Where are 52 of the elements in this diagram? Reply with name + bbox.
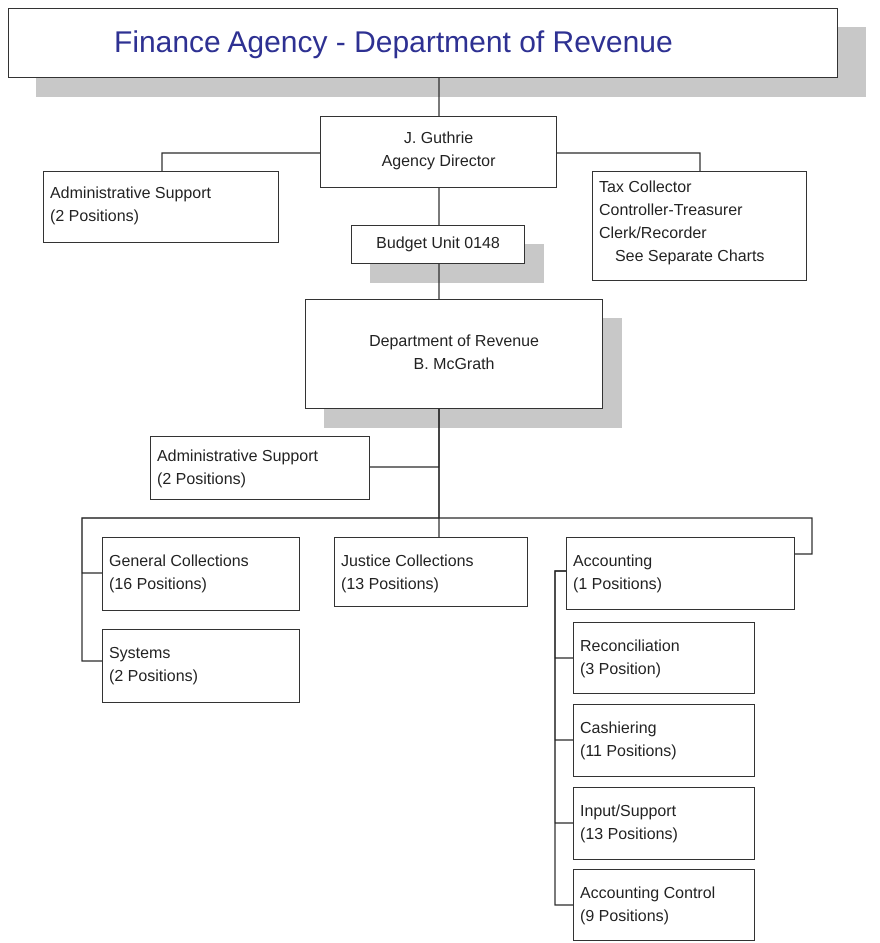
connector-line (161, 152, 320, 171)
unit-box (573, 869, 755, 941)
connector-line (438, 264, 440, 299)
unit-box (573, 787, 755, 860)
box-label: J. Guthrie (404, 129, 474, 149)
unit-box (573, 622, 755, 694)
director-box (320, 116, 557, 188)
box-label: Accounting Control (580, 884, 716, 904)
connector-line (557, 152, 701, 171)
box-label: (13 Positions) (580, 825, 678, 845)
connector-line (438, 409, 813, 555)
department-box (305, 299, 603, 409)
unit-box (566, 537, 795, 610)
box-label: See Separate Charts (614, 247, 764, 267)
box-label: (11 Positions) (580, 742, 677, 762)
box-label: Tax Collector (599, 178, 692, 198)
budget-unit-box (351, 225, 525, 264)
unit-box (102, 537, 300, 611)
box-label: Department of Revenue (369, 332, 539, 352)
unit-box (43, 171, 279, 243)
box-label: Reconciliation (580, 637, 680, 657)
connector-line (438, 78, 440, 116)
unit-box (150, 436, 370, 500)
box-label: Cashiering (580, 719, 656, 739)
unit-box (334, 537, 528, 607)
box-label: Agency Director (382, 152, 496, 172)
box-label: (16 Positions) (109, 575, 207, 595)
box-label: B. McGrath (414, 355, 494, 375)
box-label: (2 Positions) (50, 207, 139, 227)
box-label: (9 Positions) (580, 907, 669, 927)
unit-box (102, 629, 300, 703)
box-label: Input/Support (580, 802, 676, 822)
box-label: Administrative Support (50, 184, 211, 204)
unit-box (592, 171, 807, 281)
box-label: General Collections (109, 552, 249, 572)
box-label: (3 Position) (580, 660, 661, 680)
unit-box (573, 704, 755, 777)
box-label: (2 Positions) (109, 667, 198, 687)
box-label: Systems (109, 644, 170, 664)
connector-line (438, 188, 440, 225)
box-label: (2 Positions) (157, 470, 246, 490)
box-label: Controller-Treasurer (599, 201, 742, 221)
box-label: Administrative Support (157, 447, 318, 467)
box-label: Clerk/Recorder (599, 224, 707, 244)
box-label: (13 Positions) (341, 575, 439, 595)
title-banner (8, 8, 838, 78)
box-label: Accounting (573, 552, 652, 572)
box-label: (1 Positions) (573, 575, 662, 595)
chart-title: Finance Agency - Department of Revenue (114, 25, 673, 61)
box-label: Budget Unit 0148 (376, 234, 500, 254)
connector-line (554, 570, 573, 906)
box-label: Justice Collections (341, 552, 474, 572)
